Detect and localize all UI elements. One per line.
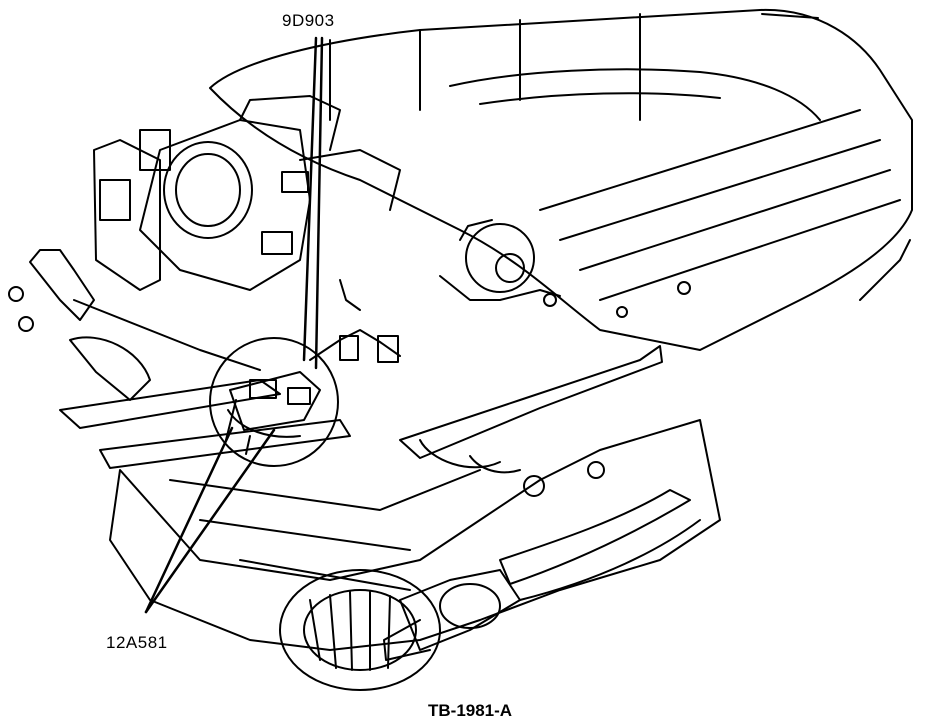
leader-9d903-b (314, 36, 324, 370)
leader-lines (144, 36, 324, 614)
leader-12a581-a (144, 426, 234, 614)
throttle-body (139, 95, 401, 291)
alternator (279, 569, 441, 691)
leader-9d903-a (302, 36, 318, 362)
fuel-rail (59, 336, 663, 469)
left-bracket (8, 129, 261, 371)
egr-valve (439, 219, 561, 307)
valve-cover (209, 8, 913, 351)
figure-id: TB-1981-A (428, 701, 513, 720)
connector-detail-circle (209, 337, 339, 467)
leader-12a581-b (144, 428, 276, 614)
callout-9d903: 9D903 (280, 11, 337, 30)
steering-hoses (383, 489, 701, 661)
wiring-harness (309, 279, 605, 497)
callout-12a581: 12A581 (104, 633, 170, 652)
lower-block (109, 419, 721, 651)
